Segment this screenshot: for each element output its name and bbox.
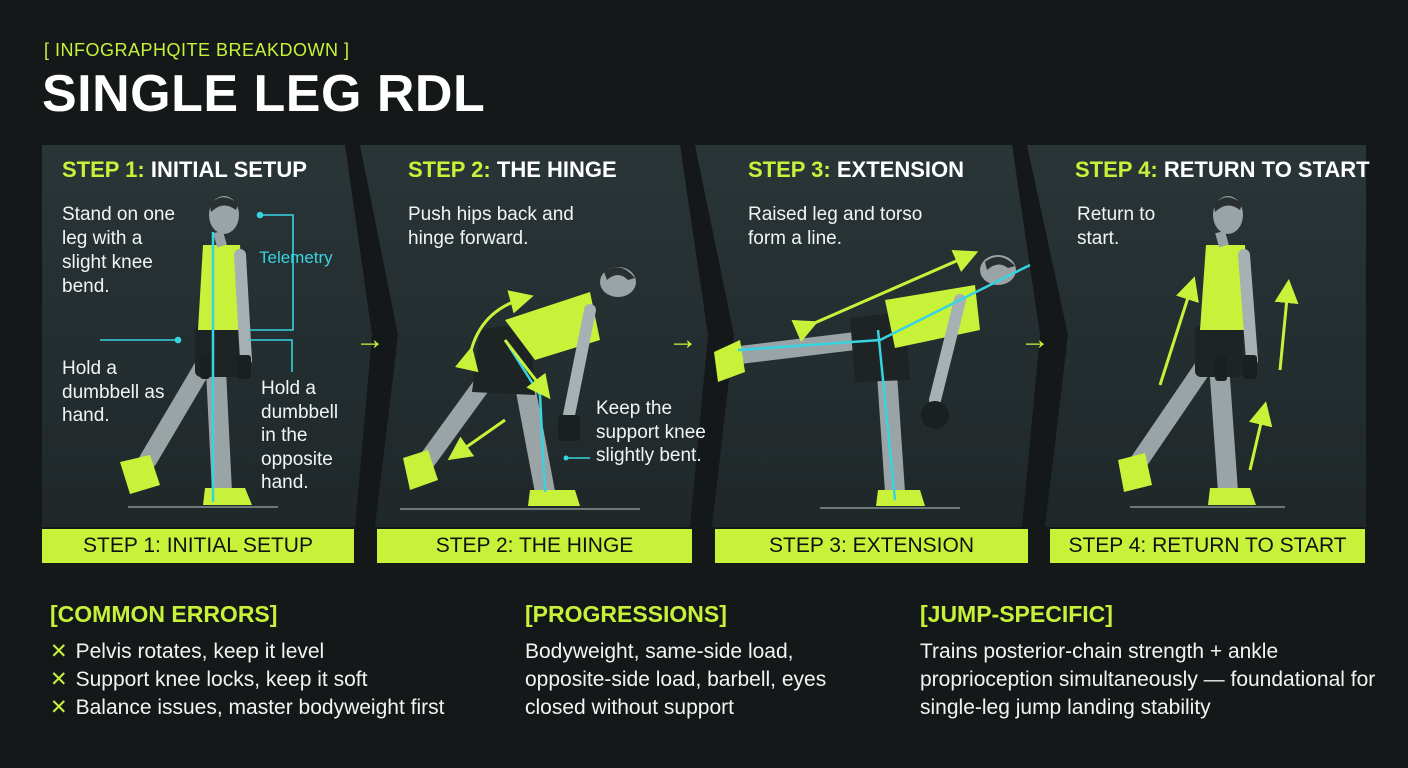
telemetry-label: Telemetry <box>259 248 333 267</box>
progressions-body: Bodyweight, same-side load, opposite-sid… <box>525 640 827 719</box>
step-1-callout-left: Hold a dumbbell as hand. <box>62 358 165 426</box>
step-1-bar: STEP 1: INITIAL SETUP <box>42 529 354 563</box>
step-2-description: Push hips back and hinge forward. <box>408 204 574 249</box>
page-title: SINGLE LEG RDL <box>42 65 486 123</box>
step-1-description: Stand on one leg with a slight knee bend… <box>62 204 176 297</box>
list-item: ✕Balance issues, master bodyweight first <box>50 696 445 719</box>
arrow-icon: → <box>668 323 698 356</box>
step-3-title: STEP 3: EXTENSION <box>748 157 965 182</box>
x-icon: ✕ <box>50 696 68 719</box>
x-icon: ✕ <box>50 668 68 691</box>
common-errors-heading: [COMMON ERRORS] <box>50 601 278 627</box>
step-2-title: STEP 2: THE HINGE <box>408 157 617 182</box>
step-2-bar: STEP 2: THE HINGE <box>377 529 692 563</box>
step-4-description: Return to start. <box>1077 204 1156 249</box>
motion-arrow-step-3 <box>791 250 979 343</box>
x-icon: ✕ <box>50 640 68 663</box>
figure-step-1 <box>120 196 252 505</box>
header-tagline: [ INFOGRAPHQITE BREAKDOWN ] <box>44 40 350 60</box>
step-3-bar: STEP 3: EXTENSION <box>715 529 1028 563</box>
progressions-heading: [PROGRESSIONS] <box>525 601 727 627</box>
jump-specific-heading: [JUMP-SPECIFIC] <box>920 601 1113 627</box>
motion-arrows-step-4 <box>1158 276 1299 471</box>
step-4-title: STEP 4: RETURN TO START <box>1075 157 1370 182</box>
step-1-title: STEP 1: INITIAL SETUP <box>62 157 307 182</box>
step-2-callout: Keep the support knee slightly bent. <box>596 398 706 466</box>
common-errors-list: ✕Pelvis rotates, keep it level ✕Support … <box>50 638 444 722</box>
list-item: ✕Pelvis rotates, keep it level <box>50 640 325 663</box>
step-1-callout-right: Hold a dumbbell in the opposite hand. <box>261 378 339 493</box>
arrow-icon: → <box>1020 323 1050 356</box>
list-item: ✕Support knee locks, keep it soft <box>50 668 368 691</box>
step-4-bar: STEP 4: RETURN TO START <box>1050 529 1365 563</box>
step-3-description: Raised leg and torso form a line. <box>748 204 923 249</box>
telemetry-brackets <box>100 211 294 372</box>
arrow-icon: → <box>355 323 385 356</box>
motion-arrows-step-2 <box>447 290 551 461</box>
figure-step-4 <box>1118 196 1258 505</box>
jump-specific-body: Trains posterior-chain strength + ankle … <box>920 640 1376 719</box>
